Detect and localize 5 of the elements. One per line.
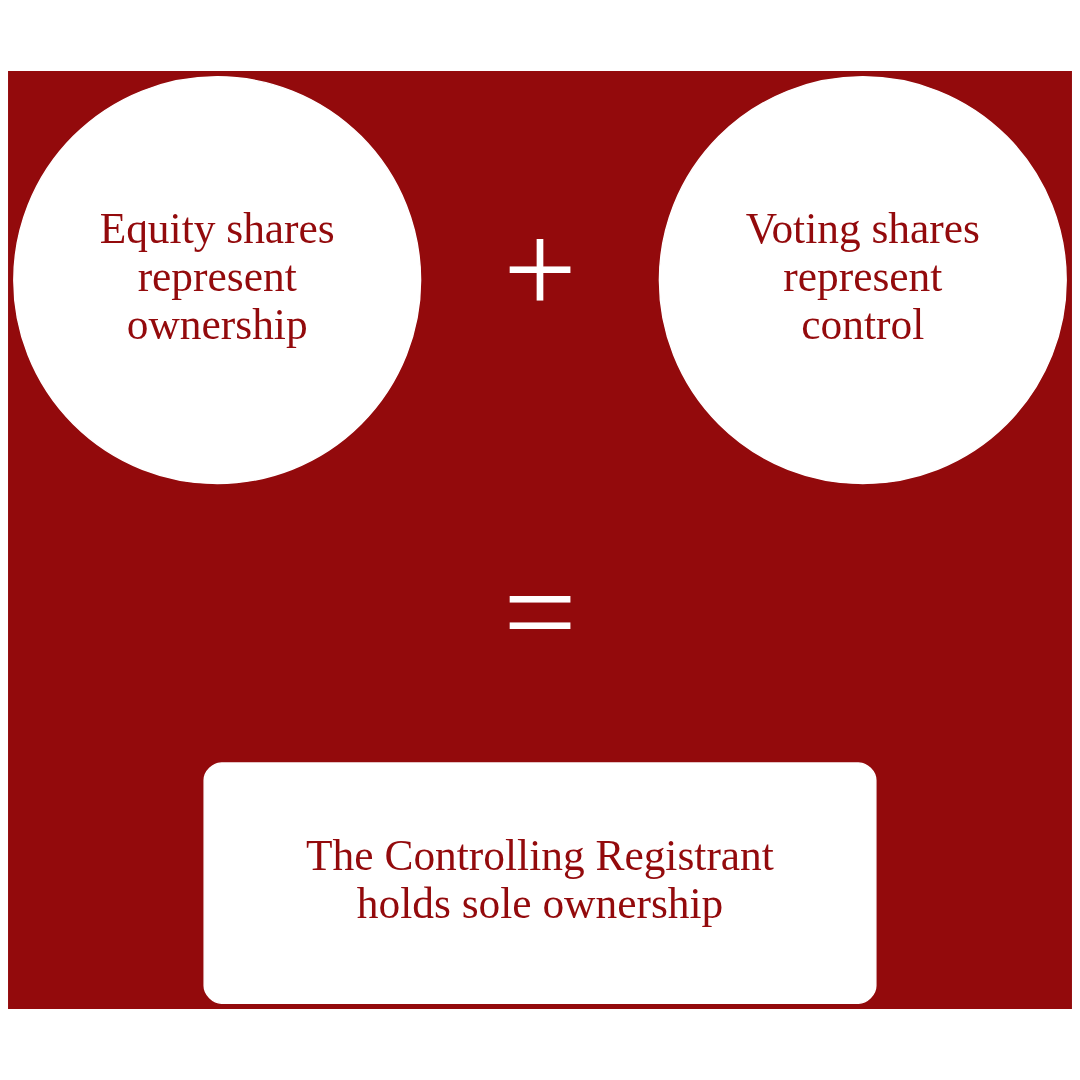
node-circle: Voting shares represent control (658, 76, 1067, 485)
label: = (503, 539, 577, 684)
label: + (503, 196, 577, 341)
node-circle: Equity shares represent ownership (13, 76, 422, 485)
node-box: The Controlling Registrant holds sole ownership (203, 762, 877, 1004)
